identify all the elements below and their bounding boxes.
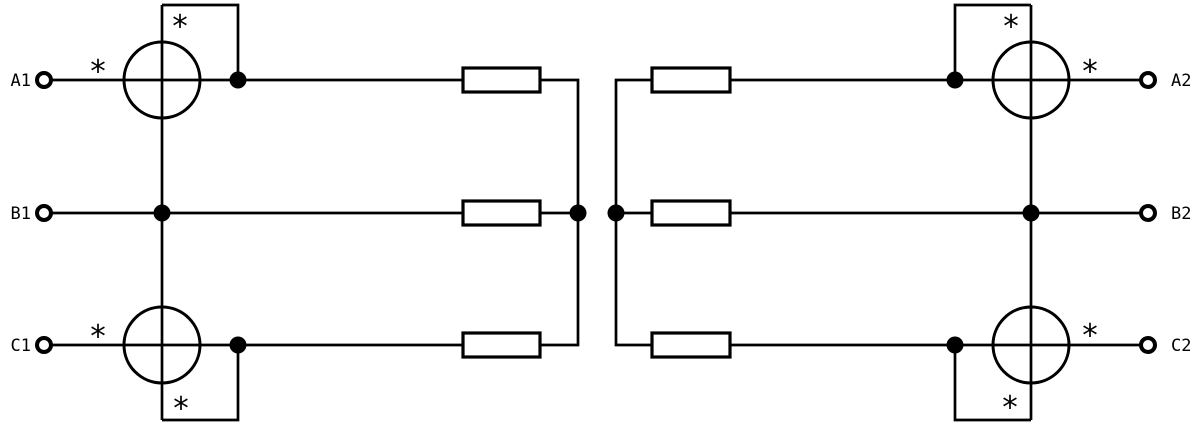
- polarity-marks: * * * * * * * *: [90, 9, 1098, 427]
- polarity-mark-current-a1: *: [90, 54, 106, 90]
- wattmeter-a2-icon: [991, 40, 1071, 120]
- junction-dots: [153, 71, 1040, 354]
- resistor-phase-c-right: [650, 331, 732, 359]
- polarity-mark-current-a2: *: [1082, 54, 1098, 90]
- terminal-label-c1: C1: [11, 336, 31, 356]
- terminal-label-b1: B1: [11, 204, 31, 224]
- resistor-phase-a-right: [650, 66, 732, 94]
- polarity-mark-voltage-a1: *: [172, 9, 188, 45]
- terminal-b1: [35, 204, 53, 222]
- polarity-mark-voltage-a2: *: [1003, 9, 1019, 45]
- terminal-a2: [1139, 71, 1157, 89]
- terminal-c2: [1139, 336, 1157, 354]
- junction-dot-a2-voltage-tap: [946, 71, 964, 89]
- terminal-label-b2: B2: [1171, 204, 1191, 224]
- wire-a2-from-star: [614, 78, 652, 213]
- polarity-mark-current-c1: *: [90, 319, 106, 355]
- terminal-label-a1: A1: [11, 71, 31, 91]
- polarity-mark-voltage-c1: *: [173, 391, 189, 427]
- wire-a1-to-star: [540, 78, 580, 213]
- junction-dot-right-star-point: [607, 204, 625, 222]
- terminal-labels: A1 B1 C1 A2 B2 C2: [11, 71, 1192, 356]
- polarity-mark-voltage-c2: *: [1002, 390, 1018, 426]
- junction-dot-b2-potential: [1022, 204, 1040, 222]
- junction-dot-a1-voltage-tap: [229, 71, 247, 89]
- terminal-label-c2: C2: [1171, 336, 1191, 356]
- wattmeter-c1-icon: [122, 305, 202, 385]
- wire-right-top-voltage-loop: [953, 3, 1031, 80]
- wire-left-bottom-voltage-loop: [162, 345, 240, 422]
- resistor-phase-c-left: [461, 331, 542, 359]
- wire-right-bottom-voltage-loop: [953, 345, 1031, 422]
- junction-dot-b1-potential: [153, 204, 171, 222]
- wattmeter-c2-icon: [991, 305, 1071, 385]
- junction-dot-c2-voltage-tap: [946, 336, 964, 354]
- resistor-phase-b-left: [461, 199, 542, 227]
- resistors: [461, 66, 732, 359]
- wires: [44, 3, 1148, 422]
- junction-dot-c1-voltage-tap: [229, 336, 247, 354]
- junction-dot-left-star-point: [569, 204, 587, 222]
- wire-c2-from-star: [614, 213, 652, 347]
- wattmeter-a1-icon: [122, 40, 202, 120]
- polarity-mark-current-c2: *: [1082, 318, 1098, 354]
- wire-left-top-voltage-loop: [162, 3, 240, 80]
- terminal-label-a2: A2: [1171, 71, 1191, 91]
- wattmeter-symbols: [122, 40, 1071, 385]
- wire-c1-to-star: [540, 213, 580, 347]
- terminal-c1: [35, 336, 53, 354]
- resistor-phase-a-left: [461, 66, 542, 94]
- resistor-phase-b-right: [650, 199, 732, 227]
- terminals: [35, 71, 1157, 354]
- terminal-a1: [35, 71, 53, 89]
- terminal-b2: [1139, 204, 1157, 222]
